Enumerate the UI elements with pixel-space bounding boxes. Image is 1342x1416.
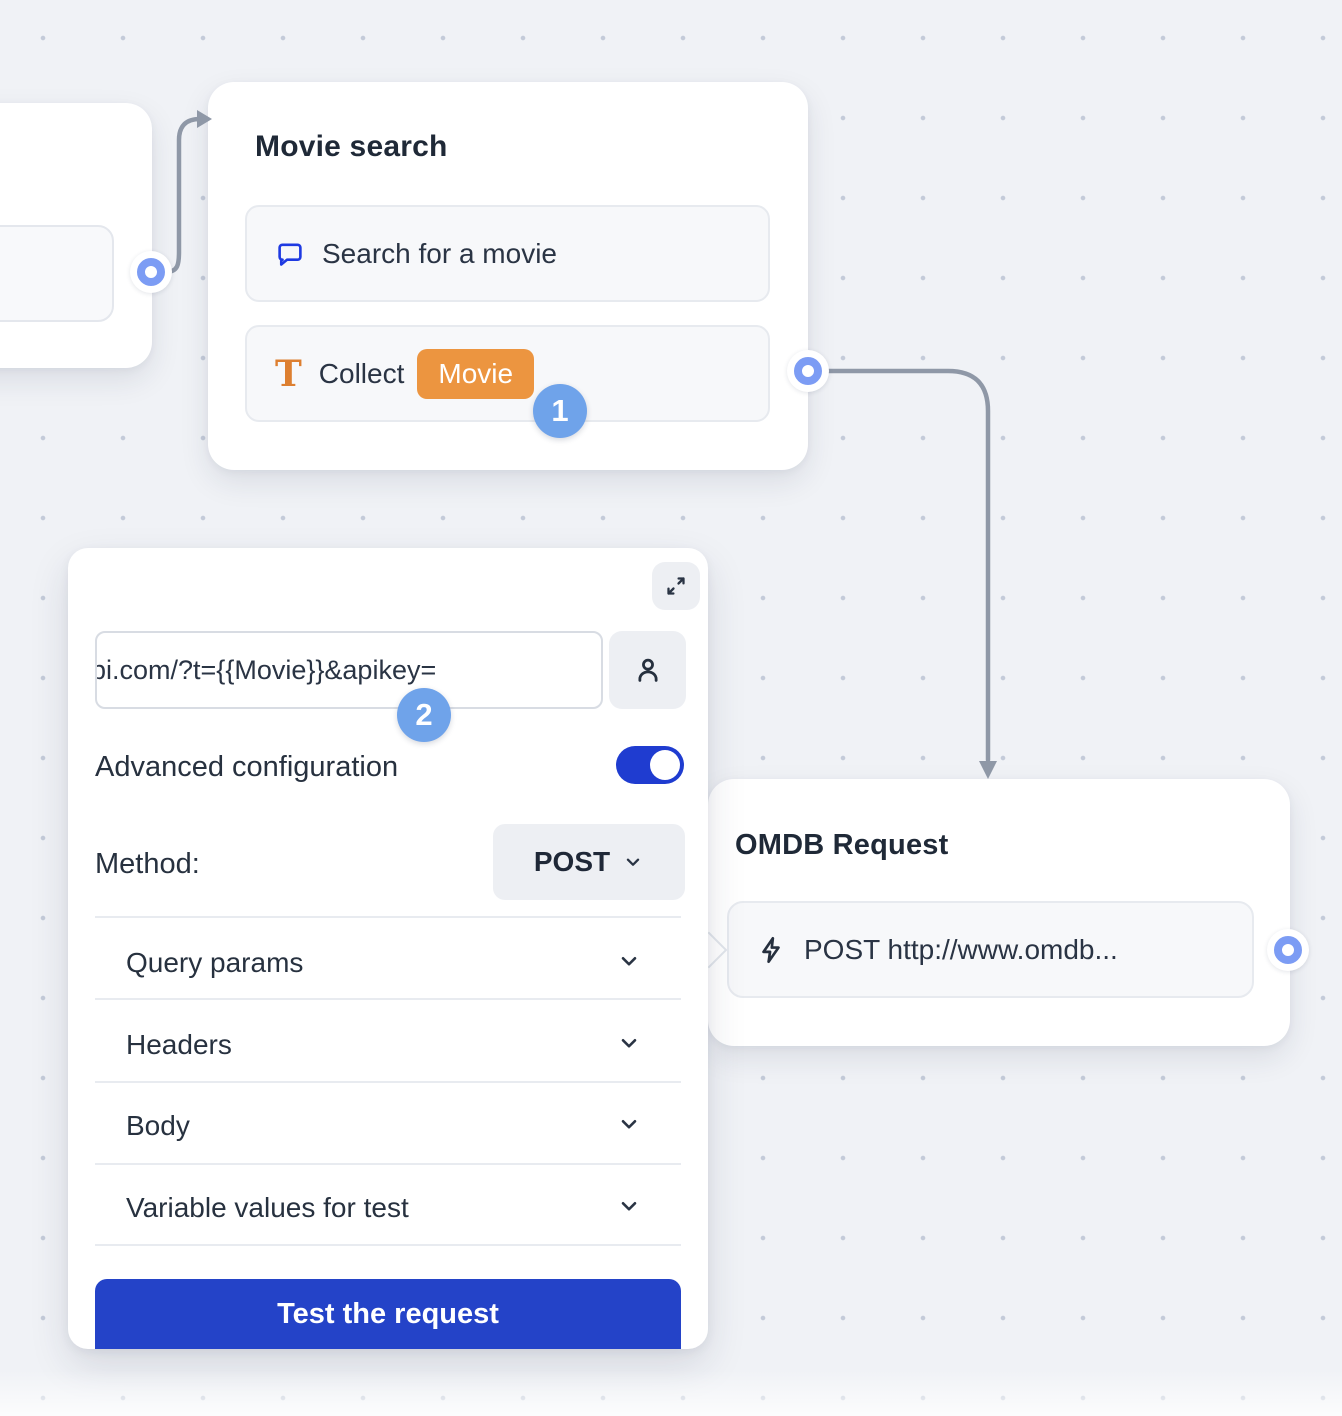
lightning-icon [762, 936, 780, 963]
omdb-output-port[interactable] [1267, 929, 1309, 971]
movie-variable-badge[interactable]: Movie [417, 348, 535, 399]
person-icon [637, 658, 658, 682]
url-input[interactable]: pi.com/?t={{Movie}}&apikey= [95, 631, 603, 709]
step-collect-movie[interactable]: T Collect Movie [245, 325, 770, 422]
insert-variable-button[interactable] [609, 631, 686, 709]
text-collect-icon: T [275, 352, 302, 395]
chevron-down-icon[interactable] [616, 948, 642, 979]
step-omdb-post[interactable]: POST http://www.omdb... [727, 901, 1254, 998]
expand-button[interactable] [652, 562, 700, 610]
connector-movie-search-to-omdb [825, 368, 991, 763]
upstream-node[interactable] [0, 103, 152, 368]
movie-search-node[interactable]: Movie search Search for a movie T Collec… [208, 82, 808, 470]
method-label: Method: [95, 848, 200, 880]
expand-icon [667, 577, 685, 595]
section-variable-values: Variable values for test [126, 1192, 409, 1223]
chevron-down-icon[interactable] [616, 1030, 642, 1061]
upstream-output-port[interactable] [130, 251, 172, 293]
advanced-configuration-toggle[interactable] [616, 746, 684, 784]
advanced-configuration-label: Advanced configuration [95, 751, 399, 783]
method-dropdown[interactable]: POST [493, 824, 685, 900]
step-search-for-movie[interactable]: Search for a movie [245, 205, 770, 302]
section-headers: Headers [126, 1029, 232, 1060]
bottom-fade [0, 1370, 1342, 1416]
section-query-params: Query params [126, 947, 304, 978]
upstream-step-box[interactable] [0, 225, 114, 322]
divider [95, 998, 681, 1000]
connector-upstream-to-movie-search [163, 116, 204, 275]
chevron-down-icon[interactable] [616, 1193, 642, 1224]
divider [95, 1244, 681, 1246]
port-ring-icon [794, 357, 822, 385]
step-label: POST http://www.omdb... [804, 933, 1118, 965]
divider [95, 1163, 681, 1165]
omdb-node-title: OMDB Request [735, 829, 949, 861]
toggle-knob [650, 750, 680, 780]
section-body: Body [126, 1110, 190, 1141]
webhook-editor-panel[interactable]: pi.com/?t={{Movie}}&apikey= Advanced con… [68, 548, 708, 1349]
url-input-value: pi.com/?t={{Movie}}&apikey= [95, 654, 437, 685]
annotation-step-2-badge: 2 [397, 688, 451, 742]
step-label: Collect [318, 357, 405, 389]
test-request-button[interactable]: Test the request [95, 1279, 681, 1349]
movie-search-output-port[interactable] [787, 350, 829, 392]
connector-arrowhead-down [979, 761, 997, 779]
port-ring-icon [1274, 936, 1302, 964]
chevron-down-icon[interactable] [616, 1111, 642, 1142]
chat-bubble-icon [278, 242, 302, 266]
divider [95, 1081, 681, 1083]
annotation-step-1-badge: 1 [533, 384, 587, 438]
method-value: POST [533, 846, 611, 877]
port-ring-icon [137, 258, 165, 286]
omdb-request-node[interactable]: OMDB Request POST http://www.omdb... [690, 779, 1290, 1046]
chevron-down-icon [626, 858, 640, 866]
divider [95, 916, 681, 918]
movie-search-node-title: Movie search [255, 130, 448, 163]
step-label: Search for a movie [322, 237, 557, 269]
